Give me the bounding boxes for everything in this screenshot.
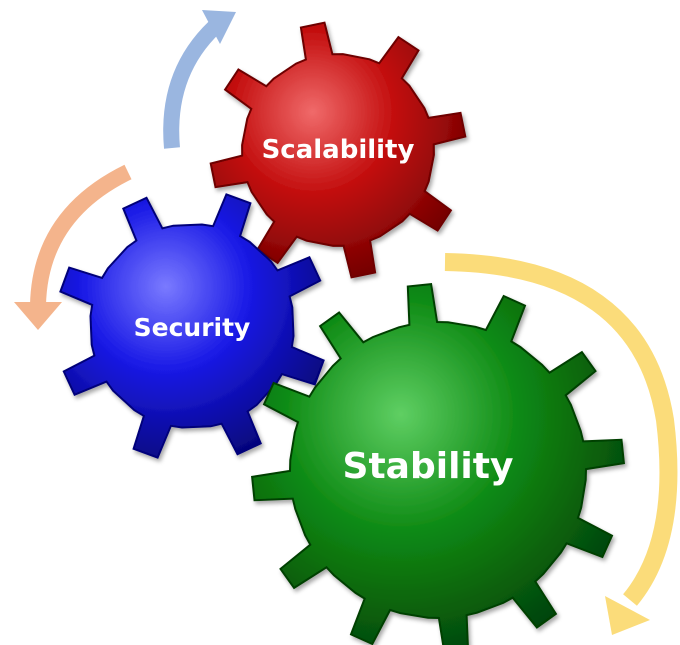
arrow-orange-curve [14,164,132,330]
gear-scalability: Scalability [209,21,467,279]
gear-stability-shape [251,283,625,645]
gear-security: Security [59,193,325,459]
gear-scalability-shape [209,21,467,279]
arrow-blue-curve [163,10,236,149]
gear-stability: Stability [251,283,625,645]
gear-security-shape [59,193,325,459]
gear-stability-label: Stability [343,446,514,487]
arrow-yellow-curve [444,253,678,635]
gear-security-label: Security [134,313,251,342]
gear-scalability-label: Scalability [262,135,415,165]
